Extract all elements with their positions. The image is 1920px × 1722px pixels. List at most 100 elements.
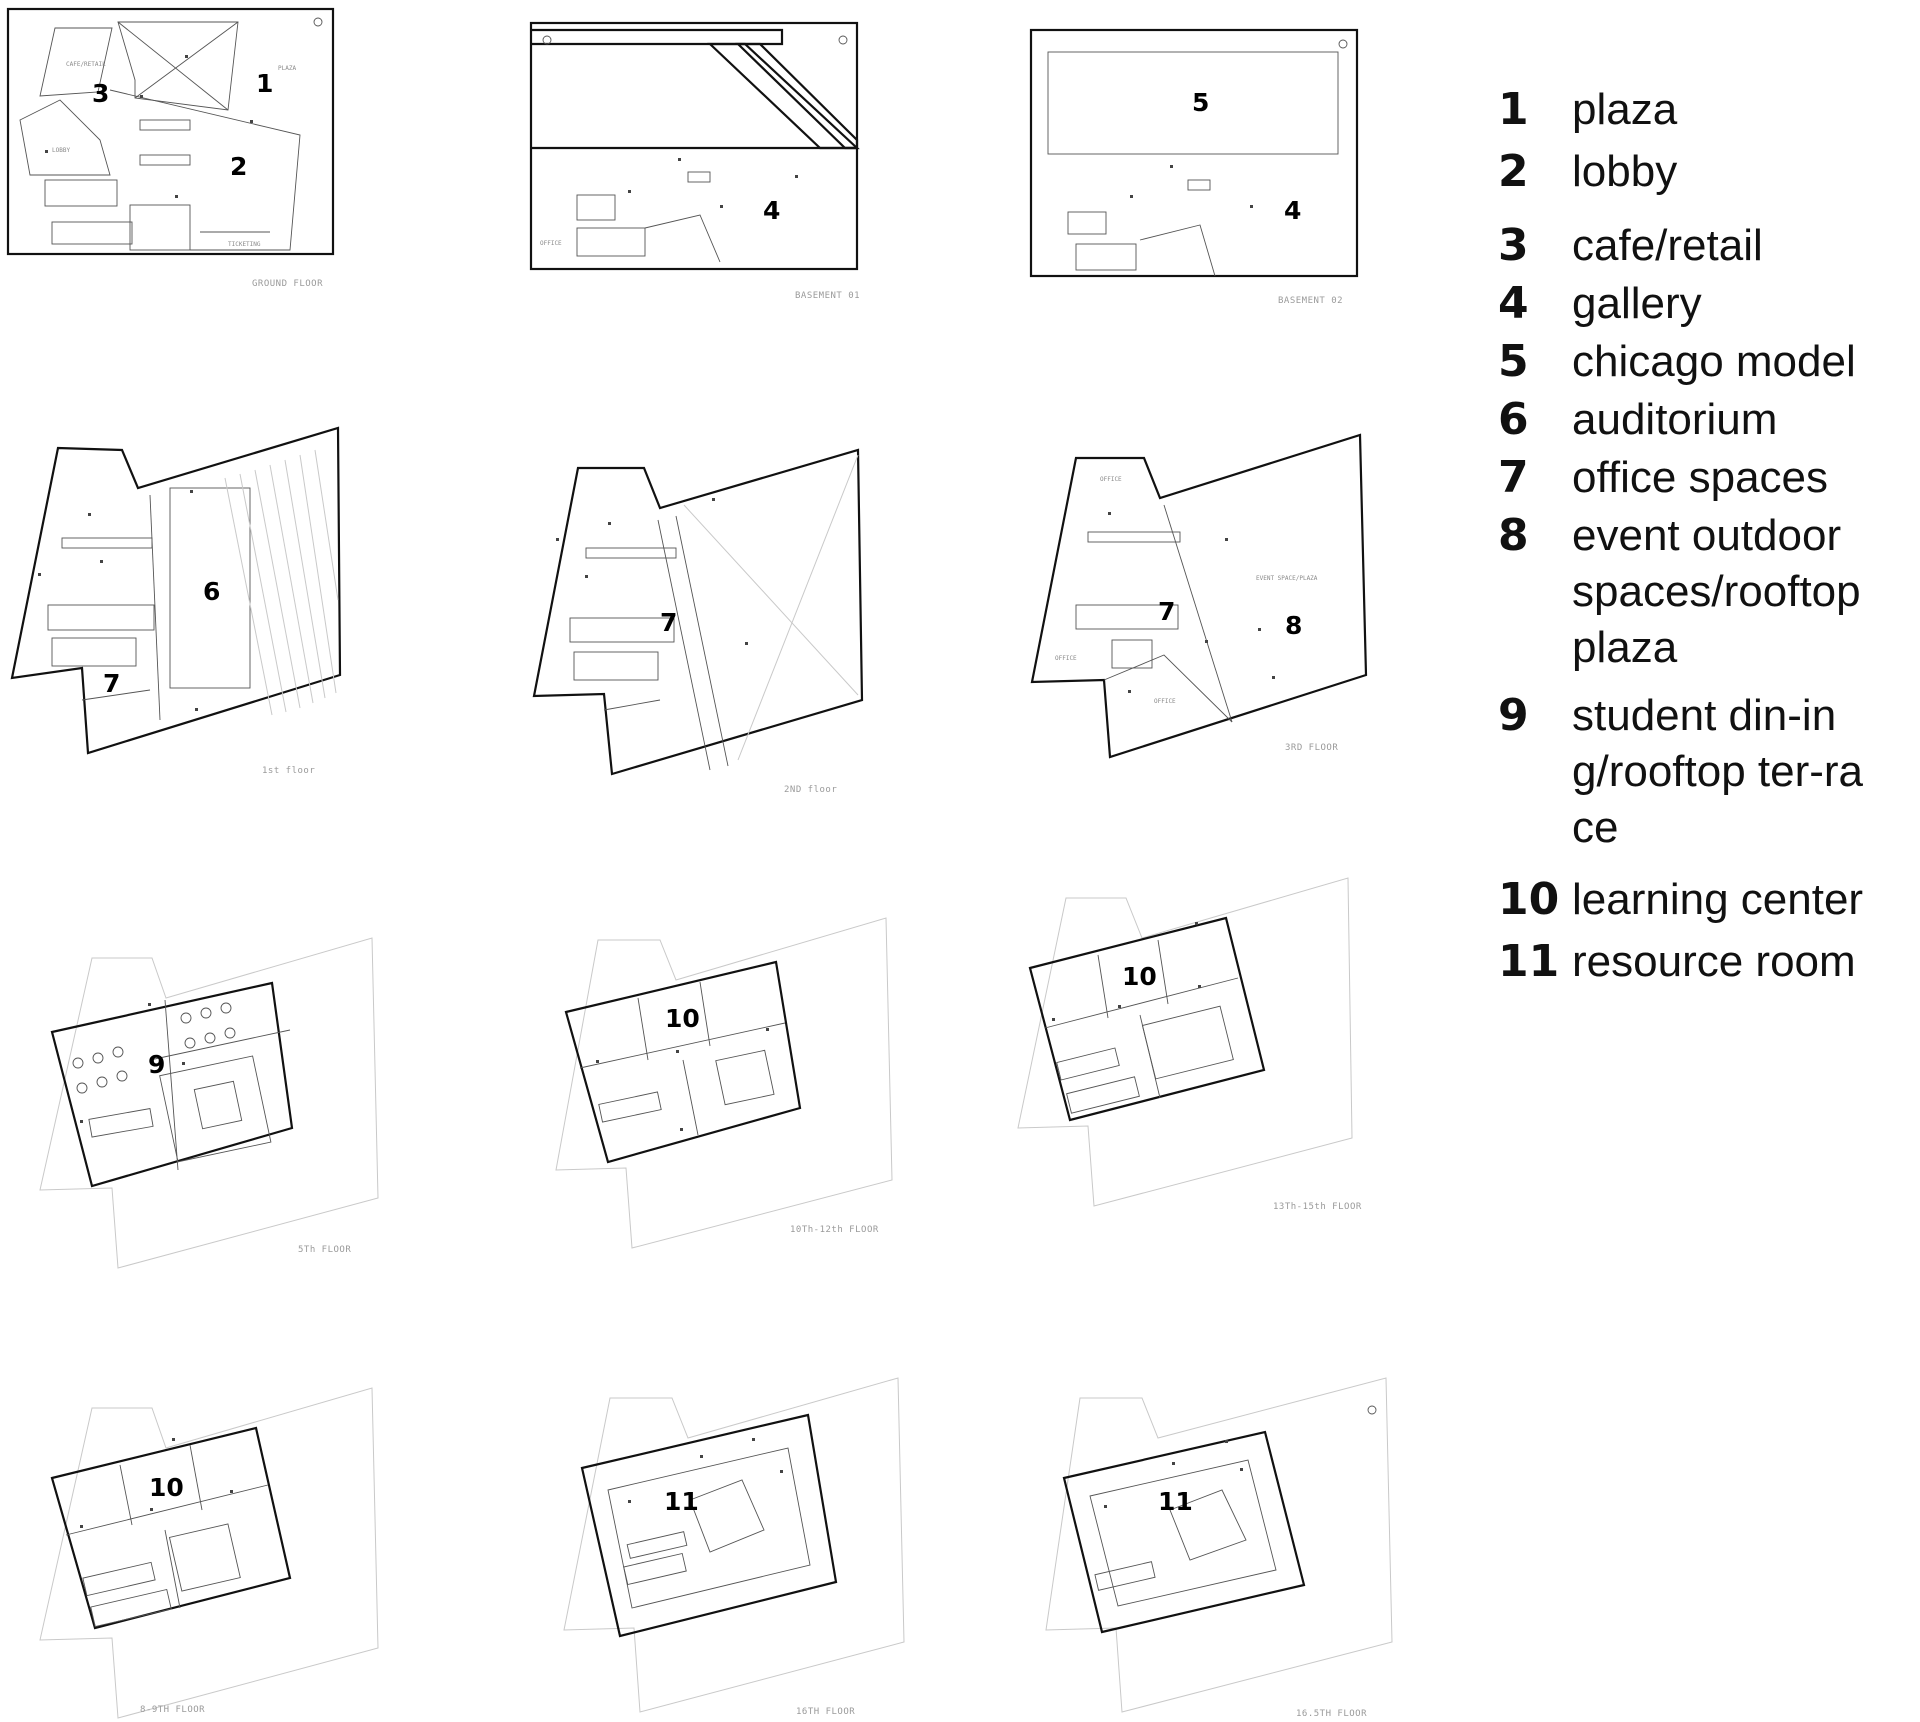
legend-label: lobby [1572,147,1678,196]
plan-label: 2 [230,152,247,181]
lobby-wing [19,99,111,176]
plan-label: 7 [660,608,677,637]
plan-caption: 5Th FLOOR [298,1245,351,1255]
plan-label: 11 [1158,1487,1193,1516]
cafe-retail-area [39,27,113,97]
basement-01-outline [529,21,859,271]
plan-label: 1 [256,69,273,98]
plan-8-9th-floor: 10 8-9TH FLOOR [39,1387,379,1719]
plan-label: 9 [148,1050,165,1079]
legend-item: 1 plaza [1498,82,1898,138]
plan-5th-floor: 9 5Th FLOOR [39,937,379,1269]
room-label-event-space: EVENT SPACE/PLAZA [1256,575,1318,582]
legend-label: student din-ing/rooftop ter-race [1572,691,1864,852]
plan-label: 7 [1158,597,1175,626]
legend-number: 3 [1498,220,1529,271]
legend-label: plaza [1572,85,1678,134]
13th-15th-floor-outline [1028,916,1266,1122]
resource-room-inner [1089,1459,1277,1607]
plan-label: 4 [1284,196,1301,225]
room-label-office: OFFICE [1154,698,1176,705]
floor-plans-diagram: CAFE/RETAIL PLAZA LOBBY TICKETING 3 1 2 … [6,7,1393,1719]
skylight [689,1479,765,1553]
legend-label: event outdoor spaces/rooftop plaza [1572,511,1861,672]
chicago-model-area [1047,51,1339,155]
plan-caption: BASEMENT 01 [795,291,860,301]
legend-number: 6 [1498,394,1529,445]
plan-label: 4 [763,196,780,225]
2nd-floor-outline [532,448,864,776]
plan-caption: 13Th-15th FLOOR [1273,1202,1362,1212]
16th-floor-outline [580,1413,838,1638]
legend-item: 10 learning center [1498,872,1898,928]
legend-number: 8 [1498,510,1529,561]
plan-label: 5 [1192,88,1209,117]
basement-02-outline [1029,28,1359,278]
legend-item: 9 student din-ing/rooftop ter-race [1498,688,1898,856]
room-label-office: OFFICE [1100,476,1122,483]
auditorium-stage [169,487,251,689]
3rd-floor-outline [1030,433,1368,759]
room-label-cafe-retail: CAFE/RETAIL [66,61,106,68]
resource-room-inner [607,1447,811,1609]
plan-basement-02: 5 4 BASEMENT 02 [1029,28,1359,306]
plan-label: 7 [103,669,120,698]
room-label-plaza: PLAZA [278,65,296,72]
plan-label: 10 [1122,962,1157,991]
plan-13th-15th-floor: 10 13Th-15th FLOOR [1017,877,1362,1212]
legend-number: 2 [1498,146,1529,197]
plan-basement-01: OFFICE 4 BASEMENT 01 [529,21,860,301]
legend: 1 plaza 2 lobby 3 cafe/retail 4 gallery … [1498,82,1898,990]
legend-item: 8 event outdoor spaces/rooftop plaza [1498,508,1898,676]
plan-caption: 1st floor [262,766,315,776]
16-5th-floor-outline [1062,1430,1306,1634]
legend-item: 4 gallery [1498,276,1898,332]
plan-1st-floor: 6 7 1st floor [10,426,342,776]
legend-number: 1 [1498,84,1529,135]
plan-caption: 10Th-12th FLOOR [790,1225,879,1235]
plan-caption: 2ND floor [784,785,837,795]
legend-item: 3 cafe/retail [1498,218,1898,274]
plan-caption: BASEMENT 02 [1278,296,1343,306]
plan-3rd-floor: OFFICE EVENT SPACE/PLAZA OFFICE OFFICE 7… [1030,433,1368,759]
plan-16-5th-floor: 11 16.5TH FLOOR [1045,1377,1393,1719]
legend-label: auditorium [1572,395,1778,444]
legend-number: 5 [1498,336,1529,387]
ground-floor-outline [6,7,335,256]
legend-label: office spaces [1572,453,1829,502]
skylight [1169,1489,1247,1561]
footprint-underlay [39,1387,379,1719]
10th-12th-floor-outline [564,960,802,1164]
footprint-underlay [1045,1377,1393,1713]
plan-label: 10 [149,1473,184,1502]
dining-tables [72,1002,236,1094]
legend-number: 7 [1498,452,1529,503]
plan-label: 6 [203,577,220,606]
room-label-lobby: LOBBY [52,147,70,154]
footprint-underlay [563,1377,905,1713]
legend-number: 11 [1498,936,1560,987]
plan-caption: GROUND FLOOR [252,279,323,289]
footprint-underlay [555,917,893,1249]
footprint-underlay [39,937,379,1269]
1st-floor-outline [10,426,342,755]
legend-item: 11 resource room [1498,934,1898,990]
plan-16th-floor: 11 16TH FLOOR [563,1377,905,1717]
legend-item: 7 office spaces [1498,450,1898,506]
legend-item: 6 auditorium [1498,392,1898,448]
room-label-office: OFFICE [1055,655,1077,662]
plaza-area [117,21,239,111]
legend-number: 4 [1498,278,1529,329]
room-label-office: OFFICE [540,240,562,247]
plan-caption: 16.5TH FLOOR [1296,1709,1367,1719]
plan-label: 11 [664,1487,699,1516]
plan-label: 8 [1285,611,1302,640]
plan-caption: 3RD FLOOR [1285,743,1338,753]
plan-label: 10 [665,1004,700,1033]
plan-ground-floor: CAFE/RETAIL PLAZA LOBBY TICKETING 3 1 2 … [6,7,335,289]
legend-label: learning center [1572,875,1864,924]
footprint-underlay [1017,877,1353,1207]
legend-label: gallery [1572,279,1702,328]
legend-label: cafe/retail [1572,221,1763,270]
plan-caption: 16TH FLOOR [796,1707,855,1717]
